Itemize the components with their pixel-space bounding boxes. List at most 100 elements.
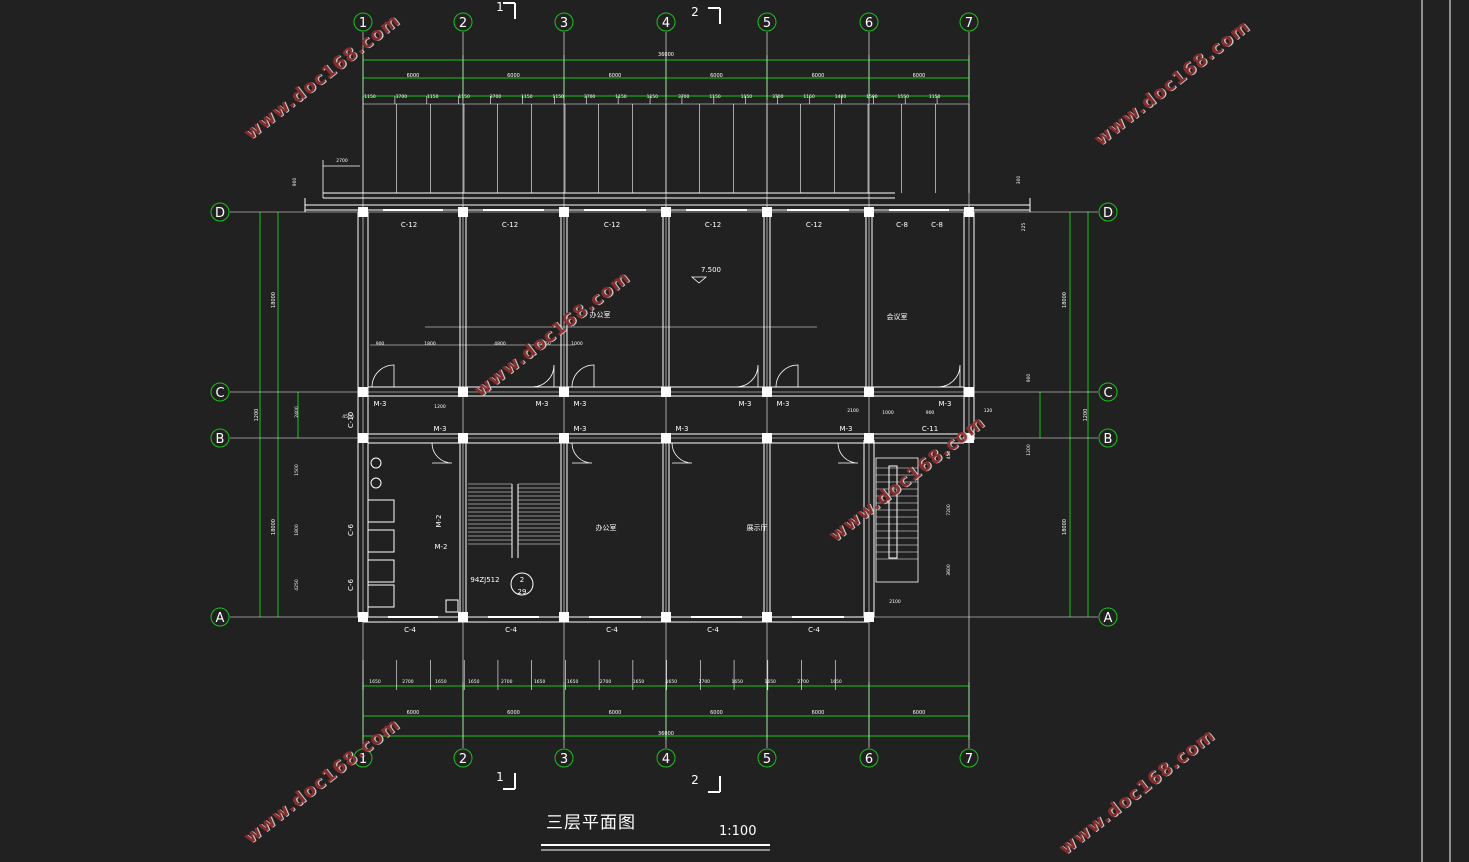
door-swing [571,364,595,388]
dim-text: 1000 [571,341,583,347]
window-tag: C-4 [404,626,416,634]
dim-text: 4800 [494,341,506,347]
column [864,387,874,397]
dim-text: 7200 [946,504,952,516]
sink [370,457,382,469]
axis-bubble-1 [353,748,373,768]
axis-bubble-2 [453,748,473,768]
axis-bubble-5 [757,748,777,768]
door-swing [531,364,555,388]
window-tag: C-4 [808,626,820,634]
column [458,207,468,217]
column [559,387,569,397]
dim-text: 6000 [407,73,420,79]
dim-text: 6000 [507,73,520,79]
dim-text: 6000 [609,73,622,79]
dim-text: 1650 [369,679,381,685]
window-tag: C-8 [931,221,943,229]
dim-text: 1150 [458,94,470,100]
column [358,433,368,443]
dim-text: 1500 [294,464,300,476]
window-tag: C-12 [705,221,721,229]
stairs [468,457,919,583]
dim-text: 6000 [913,710,926,716]
axis-bubble-6 [859,12,879,32]
door-tag: M-3 [839,425,852,433]
dim-text: 3700 [772,94,784,100]
dim-text: 6000 [812,710,825,716]
axis-bubble-A [210,607,230,627]
axis-bubble-A [1098,607,1118,627]
axis-bubble-1 [353,12,373,32]
dim-text: 6000 [710,710,723,716]
door-swing [837,442,859,464]
dim-text: 1650 [830,679,842,685]
axis-bubble-D [210,202,230,222]
dim-text: 1650 [633,679,645,685]
axis-number-4: 4 [662,752,670,767]
axis-letter-C: C [1103,386,1112,401]
window-tag: C-4 [707,626,719,634]
axis-bubble-4 [656,748,676,768]
door-tag: M-3 [738,400,751,408]
dim-text: 3700 [490,94,502,100]
column [762,387,772,397]
dim-text: 225 [1021,223,1027,232]
window-tag: C-12 [502,221,518,229]
column [964,387,974,397]
dim-text: 4250 [294,579,300,591]
door-tag: M-3 [373,400,386,408]
window-tag: C-4 [505,626,517,634]
dim-text: 2700 [501,679,513,685]
dim-text: 18000 [271,519,277,535]
dim-text: 1650 [666,679,678,685]
dim-text: 1500 [866,94,878,100]
fixtures [367,457,534,613]
dim-text: 2700 [336,158,348,164]
elevation-mark: 7.500 [701,266,721,274]
column [458,387,468,397]
room-name: 会议室 [887,312,908,321]
door-swing [571,442,593,464]
axis-bubble-D [1098,202,1118,222]
toilet-stall [367,559,395,583]
column [762,207,772,217]
axis-bubble-5 [757,12,777,32]
elevation-symbol [690,276,708,284]
dim-text: 1650 [764,679,776,685]
window-tag: C-10 [347,412,355,428]
axis-number-1: 1 [359,752,367,767]
column [458,433,468,443]
axis-number-7: 7 [965,16,973,31]
section-number: 1 [496,770,504,784]
section-number: 2 [691,5,699,19]
column [964,433,974,443]
door-tag: M-3 [938,400,951,408]
toilet-stall [367,499,395,523]
dim-text: 1400 [835,94,847,100]
axis-bubble-3 [554,12,574,32]
door-tag: M-3 [776,400,789,408]
dim-text: 1150 [741,94,753,100]
column [964,207,974,217]
axis-number-3: 3 [560,16,568,31]
column [559,612,569,622]
window-tag: C-12 [806,221,822,229]
drawing-frame [1421,0,1451,862]
axis-letter-A: A [216,611,225,626]
room-name: 展示厅 [747,524,768,532]
walls [304,103,1031,623]
dim-text: 1800 [424,341,436,347]
dim-text: 1200 [434,404,446,410]
door-tag: M-3 [675,425,688,433]
dim-text: 2700 [797,679,809,685]
dim-text: 6000 [407,710,420,716]
labels: 3600036000600060006000600060006000600060… [254,0,1089,851]
axis-bubble-6 [859,748,879,768]
axis-bubble-C [1098,382,1118,402]
door-swing [371,364,395,388]
dim-text: 900 [1026,374,1032,383]
axis-number-5: 5 [763,16,771,31]
stair-well [888,465,898,559]
